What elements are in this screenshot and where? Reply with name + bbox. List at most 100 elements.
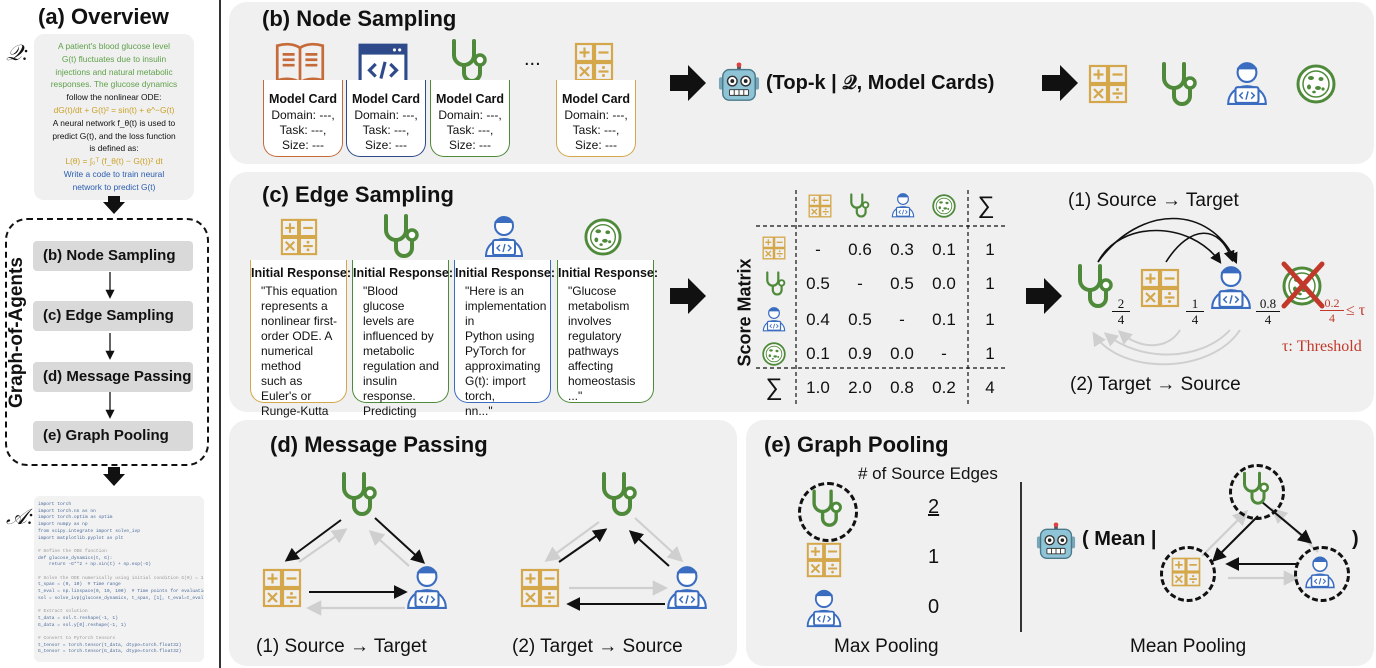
matrix-cell: 0.1 [806,344,830,363]
code-line: import torch [38,502,72,507]
question-line: dG(t)/dt + G(t)² = sin(t) + e^−G(t) [53,104,175,115]
message-right-caption: (2) Target → Source [512,636,683,657]
cell-icon [1296,64,1336,104]
column-sum: 4 [985,378,995,397]
code-line: G_data = sol.y[0].reshape(-1, 1) [38,622,127,628]
question-line: is defined as: [89,143,139,154]
response-header: Initial Response: [455,266,556,280]
pooling-divider [1020,482,1022,632]
mean-label-close: ) [1352,528,1359,550]
max-pooling-label: Max Pooling [834,636,939,657]
down-arrow-1-stem [108,196,120,204]
matrix-cell: 0.1 [932,310,956,329]
mean-pooling-label: Mean Pooling [1130,636,1247,657]
question-line: A neural network f_θ(t) is used to [52,117,176,128]
threshold-compare: ≤ τ [1346,302,1366,319]
question-line: G(t) fluctuates due to insulin [61,53,167,64]
mean-node-ring-left [1160,546,1216,602]
calculator-icon [520,568,560,608]
step-edge-sampling: (c) Edge Sampling [33,301,193,331]
vertical-divider [219,0,221,668]
calculator-icon [1088,64,1128,104]
matrix-cell: 1 [985,310,995,329]
answer-label: 𝒜: [6,504,35,529]
coder-icon [804,588,844,628]
target-source-label: (2) Target → Source [1070,374,1241,395]
response-card-4: Initial Response: "Glucose metabolism in… [557,260,659,403]
code-line: t_eval = np.linspace(0, 10, 100) # Time … [38,589,204,595]
graph-of-agents-label: Graph-of-Agents [6,257,27,408]
question-line: predict G(t), and the loss function [52,130,176,141]
model-card-domain: Domain: ---, [438,108,502,122]
code-line: def glucose_dynamics(t, G): [38,555,113,561]
source-count-1: 2 [928,496,940,518]
model-card-domain: Domain: ---, [354,108,418,122]
threshold-label: τ: Threshold [1282,338,1362,355]
message-passing-arrows [284,517,684,616]
calculator-icon [762,236,786,260]
right-arrow-icon [670,278,706,314]
step-message-passing: (d) Message Passing [33,362,193,392]
mean-label-open: ( Mean | [1082,528,1157,550]
node-sampling-title: (b) Node Sampling [262,6,457,31]
edge-sampling-title: (c) Edge Sampling [262,182,454,207]
model-card-task: Task: ---, [279,123,327,137]
coder-icon [482,214,526,258]
step-node-sampling: (b) Node Sampling [33,241,193,271]
down-arrow-2-stem [108,467,120,475]
score-matrix-lines [756,190,1008,404]
matrix-cell: 0.5 [806,274,830,293]
question-line: A patient's blood glucose level [58,41,170,51]
code-line: # Convert to PyTorch tensors [38,636,116,642]
robot-icon [718,62,760,104]
ellipsis: ... [524,48,541,70]
stethoscope-icon [338,470,378,520]
stethoscope-icon [848,192,870,220]
code-line: import matplotlib.pyplot as plt [38,535,124,541]
model-card-4: Model Card Domain: ---, Task: ---, Size:… [556,80,636,157]
coder-icon [664,564,710,610]
response-header: Initial Response: [558,266,659,280]
matrix-cell: 0.0 [932,274,956,293]
response-card-1: Initial Response: "This equation represe… [250,260,351,433]
source-target-label: (1) Source → Target [1068,190,1239,211]
model-card-size: Size: --- [449,138,491,152]
calculator-icon [280,218,318,256]
model-card-size: Size: --- [282,138,324,152]
calculator-icon [262,568,302,608]
question-line: responses. The glucose dynamics [50,79,178,90]
stethoscope-icon [809,488,843,530]
column-sum: 2.0 [848,378,872,397]
matrix-cell: 0.5 [890,274,914,293]
edge-arcs [1092,217,1241,366]
stethoscope-icon [1158,60,1198,110]
question-label: 𝒬: [6,40,30,65]
step-graph-pooling: (e) Graph Pooling [33,421,193,451]
column-sum: 0.2 [932,378,956,397]
code-line: G_tensor = torch.tensor(G_data, dtype=to… [38,649,182,655]
code-line: return -G**2 + np.sin(t) + np.exp(-G) [38,562,152,568]
model-card-domain: Domain: ---, [564,108,628,122]
coder-icon [890,192,916,218]
model-card-title: Model Card [268,92,338,106]
graph-pooling-title: (e) Graph Pooling [764,432,949,457]
model-card-3: Model Card Domain: ---, Task: ---, Size:… [430,80,510,157]
matrix-cell: 0.4 [806,310,830,329]
code-line: import torch.nn as nn [38,508,96,514]
model-card-1: Model Card Domain: ---, Task: ---, Size:… [263,80,343,157]
stethoscope-icon [1240,470,1270,508]
matrix-cell: - [815,240,821,259]
matrix-cell: 0.1 [932,240,956,259]
coder-icon [1208,264,1254,310]
question-line: injections and natural metabolic [55,66,173,77]
model-card-size: Size: --- [365,138,407,152]
matrix-cell: 0.6 [848,240,872,259]
question-line: follow the nonlinear ODE: [66,92,162,103]
model-card-domain: Domain: ---, [271,108,335,122]
source-count-2: 1 [928,546,940,568]
cell-icon [762,342,786,366]
code-line: from scipy.integrate import solve_ivp [38,528,140,534]
matrix-cell: 0.5 [848,310,872,329]
